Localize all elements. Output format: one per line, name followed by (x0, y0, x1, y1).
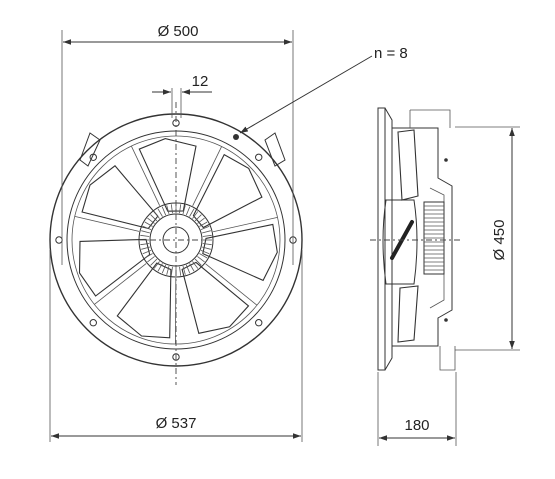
fan-blade (116, 262, 172, 339)
fan-blade (192, 153, 263, 229)
support-strut (130, 145, 161, 206)
front-view (49, 102, 303, 385)
dim-hole-width: 12 (152, 73, 212, 118)
hole-count-leader: n = 8 (239, 45, 408, 134)
fan-blade (202, 223, 278, 282)
bolt-hole (255, 319, 263, 327)
flange-outer-ring (49, 113, 303, 367)
dim-537-label: Ø 537 (156, 415, 197, 432)
support-strut (213, 216, 278, 233)
dim-12-label: 12 (192, 73, 209, 90)
side-view (370, 107, 460, 371)
fan-blade (181, 261, 250, 334)
dim-depth: 180 (377, 372, 457, 446)
side-blade-top (397, 129, 419, 201)
bolt-hole (89, 319, 97, 327)
side-hub (382, 199, 418, 285)
hole-count-label: n = 8 (374, 45, 408, 62)
left-tab (79, 132, 101, 167)
support-strut (192, 146, 222, 207)
side-flange (377, 107, 386, 371)
dim-500-label: Ø 500 (158, 23, 199, 40)
support-strut (94, 263, 147, 305)
dim-450-label: Ø 450 (491, 220, 508, 261)
marked-hole (233, 134, 239, 140)
support-strut (74, 215, 140, 232)
support-strut (205, 263, 258, 306)
side-casing (392, 127, 453, 347)
hub-ribs (140, 204, 212, 276)
bolt-hole (172, 353, 180, 361)
fan-blade (78, 238, 151, 297)
bolt-hole (55, 236, 63, 244)
dim-side-height: Ø 450 (455, 126, 520, 351)
right-tab (264, 132, 286, 167)
fan-blades (74, 138, 278, 345)
fan-blade (81, 165, 159, 230)
dim-flange: Ø 537 (49, 250, 303, 442)
side-blade-bottom (397, 285, 419, 343)
motor-fins (424, 205, 444, 271)
bolt-hole (255, 153, 263, 161)
dim-180-label: 180 (404, 417, 429, 434)
bolt-hole (89, 153, 97, 161)
dim-outer-ring: Ø 500 (61, 23, 294, 265)
fan-blade (138, 138, 197, 212)
